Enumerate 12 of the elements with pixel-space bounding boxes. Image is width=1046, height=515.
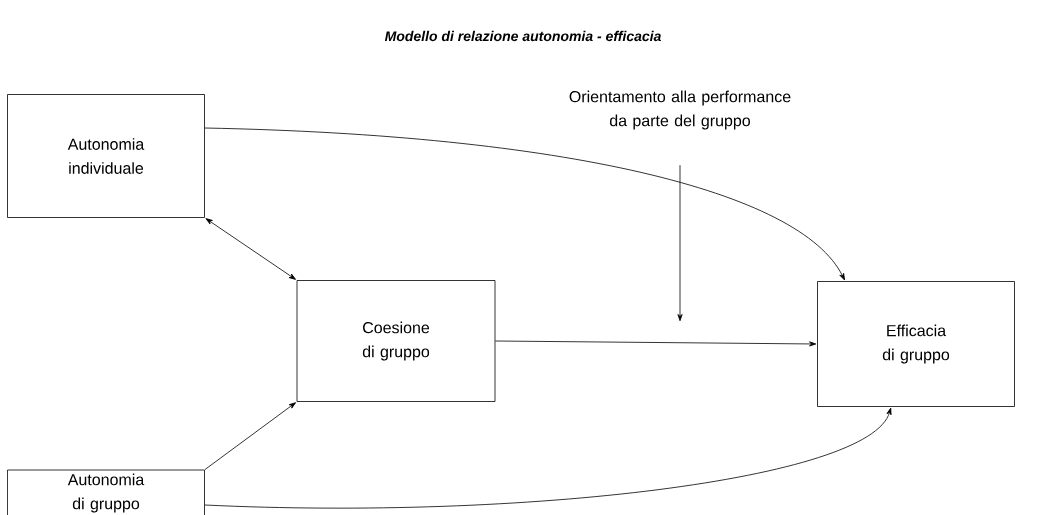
arrow	[677, 164, 683, 322]
process-box: Autonomia di gruppo	[7, 469, 205, 515]
arrow	[205, 218, 296, 280]
process-box: Autonomia individuale	[7, 94, 205, 218]
process-box: Efficacia di gruppo	[817, 281, 1015, 407]
arrow	[204, 407, 892, 509]
text-label: Orientamento alla performance da parte del gruppo	[569, 90, 791, 130]
arrow	[204, 402, 296, 470]
arrow	[204, 127, 845, 281]
arrow	[495, 340, 817, 347]
title: Modello di relazione autonomia - efficacia	[384, 30, 661, 42]
process-box: Coesione di gruppo	[296, 280, 496, 402]
